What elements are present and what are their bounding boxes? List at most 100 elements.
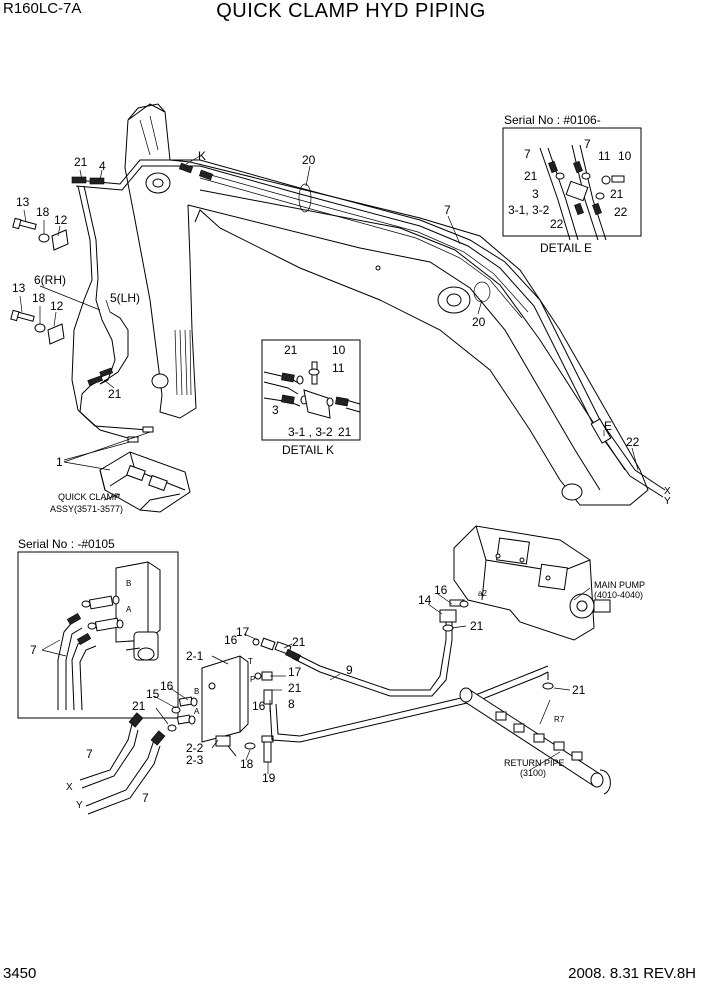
old-serial-detail — [17, 551, 179, 719]
assembly-labels: QUICK CLAMP ASSY(3571-3577) MAIN PUMP (4… — [50, 492, 645, 778]
callout-label: 22 — [626, 435, 640, 449]
callout-label: 14 — [418, 593, 432, 607]
callout-label: 7 — [86, 747, 93, 761]
detail-k — [261, 339, 361, 441]
port-label: T — [248, 657, 253, 666]
callout-label: 21 — [572, 683, 586, 697]
port-label: B — [194, 687, 199, 696]
callouts-lower-valve: 2-1 17 16 21 T P 17 21 16 8 15 16 B A 21… — [66, 625, 353, 811]
callout-label: 3 — [272, 403, 279, 417]
callout-label: 12 — [50, 299, 64, 313]
callout-label: K — [198, 149, 206, 163]
callouts-boom-top: 21 4 20 7 K 20 E 22 X Y — [74, 149, 671, 507]
callout-label: 7 — [142, 791, 149, 805]
callout-label: 7 — [524, 147, 531, 161]
callout-label: E — [604, 419, 612, 433]
callout-label: Y — [76, 800, 83, 811]
main-pump — [453, 525, 611, 641]
callout-label: 21 — [338, 425, 352, 439]
callout-label: 13 — [12, 281, 26, 295]
callout-label: 17 — [288, 665, 302, 679]
callout-label: 13 — [16, 195, 30, 209]
callout-label: 10 — [618, 149, 632, 163]
callout-label: 2-1 — [186, 649, 204, 663]
boom-pipes — [71, 159, 666, 498]
quick-clamp-valve — [167, 637, 292, 763]
callout-label: 1 — [56, 455, 63, 469]
callout-label: 3-1, 3-2 — [508, 203, 550, 217]
callout-label: 16 — [224, 633, 238, 647]
page-number: 3450 — [3, 965, 37, 982]
callout-label: 5(LH) — [110, 291, 140, 305]
callout-label: 21 — [108, 387, 122, 401]
callout-label: 21 — [610, 187, 624, 201]
detail-k-caption: DETAIL K — [282, 443, 334, 457]
boom-outline — [124, 103, 649, 506]
callout-label: 10 — [332, 343, 346, 357]
callout-label: 22 — [614, 205, 628, 219]
detail-e-serial: Serial No : #0106- — [504, 113, 601, 127]
callout-label: 2-3 — [186, 753, 204, 767]
quick-clamp-ref: ASSY(3571-3577) — [50, 504, 123, 514]
callout-label: 20 — [472, 315, 486, 329]
model-number: R160LC-7A — [3, 0, 82, 17]
callout-label: 20 — [302, 153, 316, 167]
callout-label: Y — [664, 496, 671, 507]
callout-label: 16 — [160, 679, 174, 693]
callout-label: 3-1 , 3-2 — [288, 425, 333, 439]
callout-label: 11 — [598, 149, 611, 163]
port-label: A — [194, 707, 200, 716]
callout-label: 12 — [54, 213, 68, 227]
callout-label: 21 — [470, 619, 484, 633]
callout-label: 7 — [584, 137, 591, 151]
callout-label: 7 — [444, 203, 451, 217]
callout-label: 18 — [36, 205, 50, 219]
return-pipe — [459, 687, 611, 795]
port-label: P — [250, 675, 255, 684]
quick-clamp-assembly — [99, 451, 191, 513]
callout-label: 21 — [132, 699, 146, 713]
valve-pipes — [79, 599, 554, 815]
callout-label: 21 — [524, 169, 538, 183]
callout-label: 18 — [240, 757, 254, 771]
callout-label: 21 — [288, 681, 302, 695]
callout-label: 21 — [292, 635, 306, 649]
callout-label: 8 — [288, 697, 295, 711]
callout-label: 11 — [332, 361, 345, 375]
bolt-set-lower — [10, 309, 65, 345]
callout-label: X — [664, 486, 671, 497]
old-serial-label: Serial No : -#0105 — [18, 537, 115, 551]
callout-label: 22 — [550, 217, 564, 231]
detail-e-caption: DETAIL E — [540, 241, 592, 255]
callout-label: 16 — [252, 699, 266, 713]
callouts-pump-area: 16 14 a2 21 21 R7 — [418, 583, 586, 724]
callouts-detail-k: DETAIL K 21 10 11 3 3-1 , 3-2 21 — [272, 343, 352, 457]
return-pipe-label: RETURN PIPE — [504, 758, 565, 768]
callout-label: 3 — [532, 187, 539, 201]
callout-label: 21 — [284, 343, 298, 357]
detail-e — [502, 127, 642, 241]
leader-lines — [19, 155, 639, 774]
callout-label: 15 — [146, 687, 160, 701]
callout-label: 6(RH) — [34, 273, 66, 287]
main-pump-label: MAIN PUMP — [594, 580, 645, 590]
quick-clamp-label: QUICK CLAMP — [58, 492, 120, 502]
callout-label: X — [66, 782, 73, 793]
callout-label: 2-2 — [186, 741, 204, 755]
callout-label: 4 — [99, 159, 106, 173]
callouts-old-block: Serial No : -#0105 B A 7 — [18, 537, 132, 657]
main-pump-ref: (4010-4040) — [594, 590, 643, 600]
callout-label: 9 — [346, 663, 353, 677]
callout-label: 18 — [32, 291, 46, 305]
callout-label: 17 — [236, 625, 250, 639]
port-label: B — [126, 579, 131, 588]
callouts-detail-e: Serial No : #0106- DETAIL E 7 7 11 10 21… — [504, 113, 632, 255]
port-label: A — [126, 605, 132, 614]
callout-label: 16 — [434, 583, 448, 597]
return-pipe-ref: (3100) — [520, 768, 546, 778]
port-label: a2 — [478, 589, 487, 598]
page-title: QUICK CLAMP HYD PIPING — [216, 0, 486, 22]
callout-label: 19 — [262, 771, 276, 785]
revision-date: 2008. 8.31 REV.8H — [568, 965, 696, 982]
